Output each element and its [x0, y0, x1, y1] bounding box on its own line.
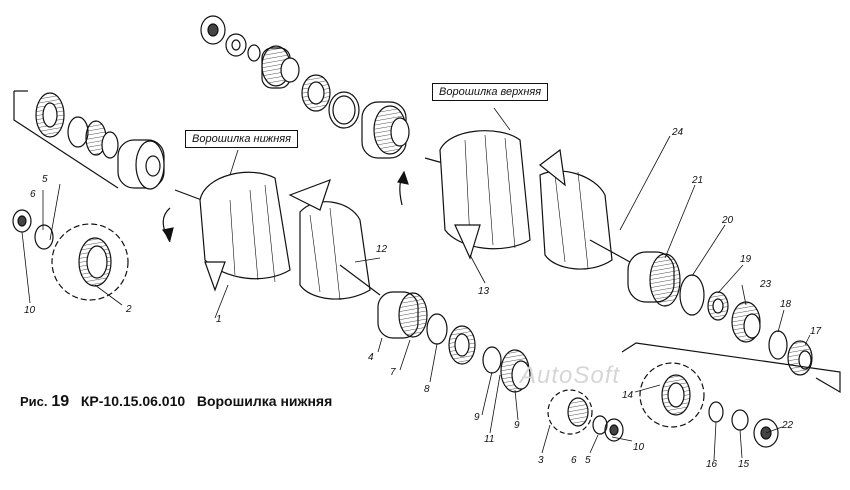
top-parts-group [200, 15, 410, 159]
label-upper-tedder: Ворошилка верхняя [432, 83, 549, 101]
left-sprocket [12, 209, 129, 301]
callout-8: 8 [424, 384, 430, 395]
callout-6a: 6 [30, 189, 36, 200]
callout-15: 15 [738, 459, 750, 470]
callout-9a: 9 [474, 412, 480, 423]
lower-tedder-rotor [161, 171, 381, 301]
callout-14: 14 [622, 390, 634, 401]
callout-6b: 6 [571, 455, 577, 466]
callout-4: 4 [368, 352, 374, 363]
callout-2: 2 [125, 304, 132, 315]
callout-16: 16 [706, 459, 718, 470]
callout-10b: 10 [633, 442, 645, 453]
lower-sprocket [547, 389, 624, 442]
caption-title: Ворошилка нижняя [196, 393, 333, 409]
callout-numbers: 1 2 3 4 5 5 6 6 7 8 9 9 10 10 11 12 13 1… [24, 127, 822, 470]
callout-23: 23 [759, 279, 772, 290]
caption-number: 19 [51, 393, 70, 410]
callout-11: 11 [484, 434, 494, 445]
left-bearing-stack [13, 90, 165, 190]
leader-lines [21, 107, 811, 461]
callout-7: 7 [390, 367, 396, 378]
caption-prefix: Рис. [20, 394, 48, 409]
right-sprocket [639, 362, 779, 448]
callout-5b: 5 [585, 455, 591, 466]
callout-9b: 9 [514, 420, 520, 431]
callout-12: 12 [376, 244, 388, 255]
callout-13: 13 [478, 286, 490, 297]
figure-caption: Рис. 19 КР-10.15.06.010 Ворошилка нижняя [20, 393, 332, 411]
callout-5a: 5 [42, 174, 48, 185]
callout-17: 17 [810, 326, 822, 337]
label-lower-tedder: Ворошилка нижняя [185, 130, 299, 148]
callout-18: 18 [780, 299, 792, 310]
callout-22: 22 [781, 420, 794, 431]
callout-21: 21 [691, 175, 703, 186]
callout-1: 1 [216, 314, 222, 325]
callout-3: 3 [538, 455, 544, 466]
callout-24: 24 [671, 127, 684, 138]
callout-20: 20 [721, 215, 734, 226]
middle-bearing-chain [377, 291, 531, 393]
callout-10a: 10 [24, 305, 36, 316]
upper-tedder-rotor [397, 130, 631, 270]
caption-code: КР-10.15.06.010 [80, 393, 186, 409]
callout-19: 19 [740, 254, 752, 265]
right-bearing-stack [621, 251, 841, 394]
watermark: AutoSoft [520, 362, 621, 389]
